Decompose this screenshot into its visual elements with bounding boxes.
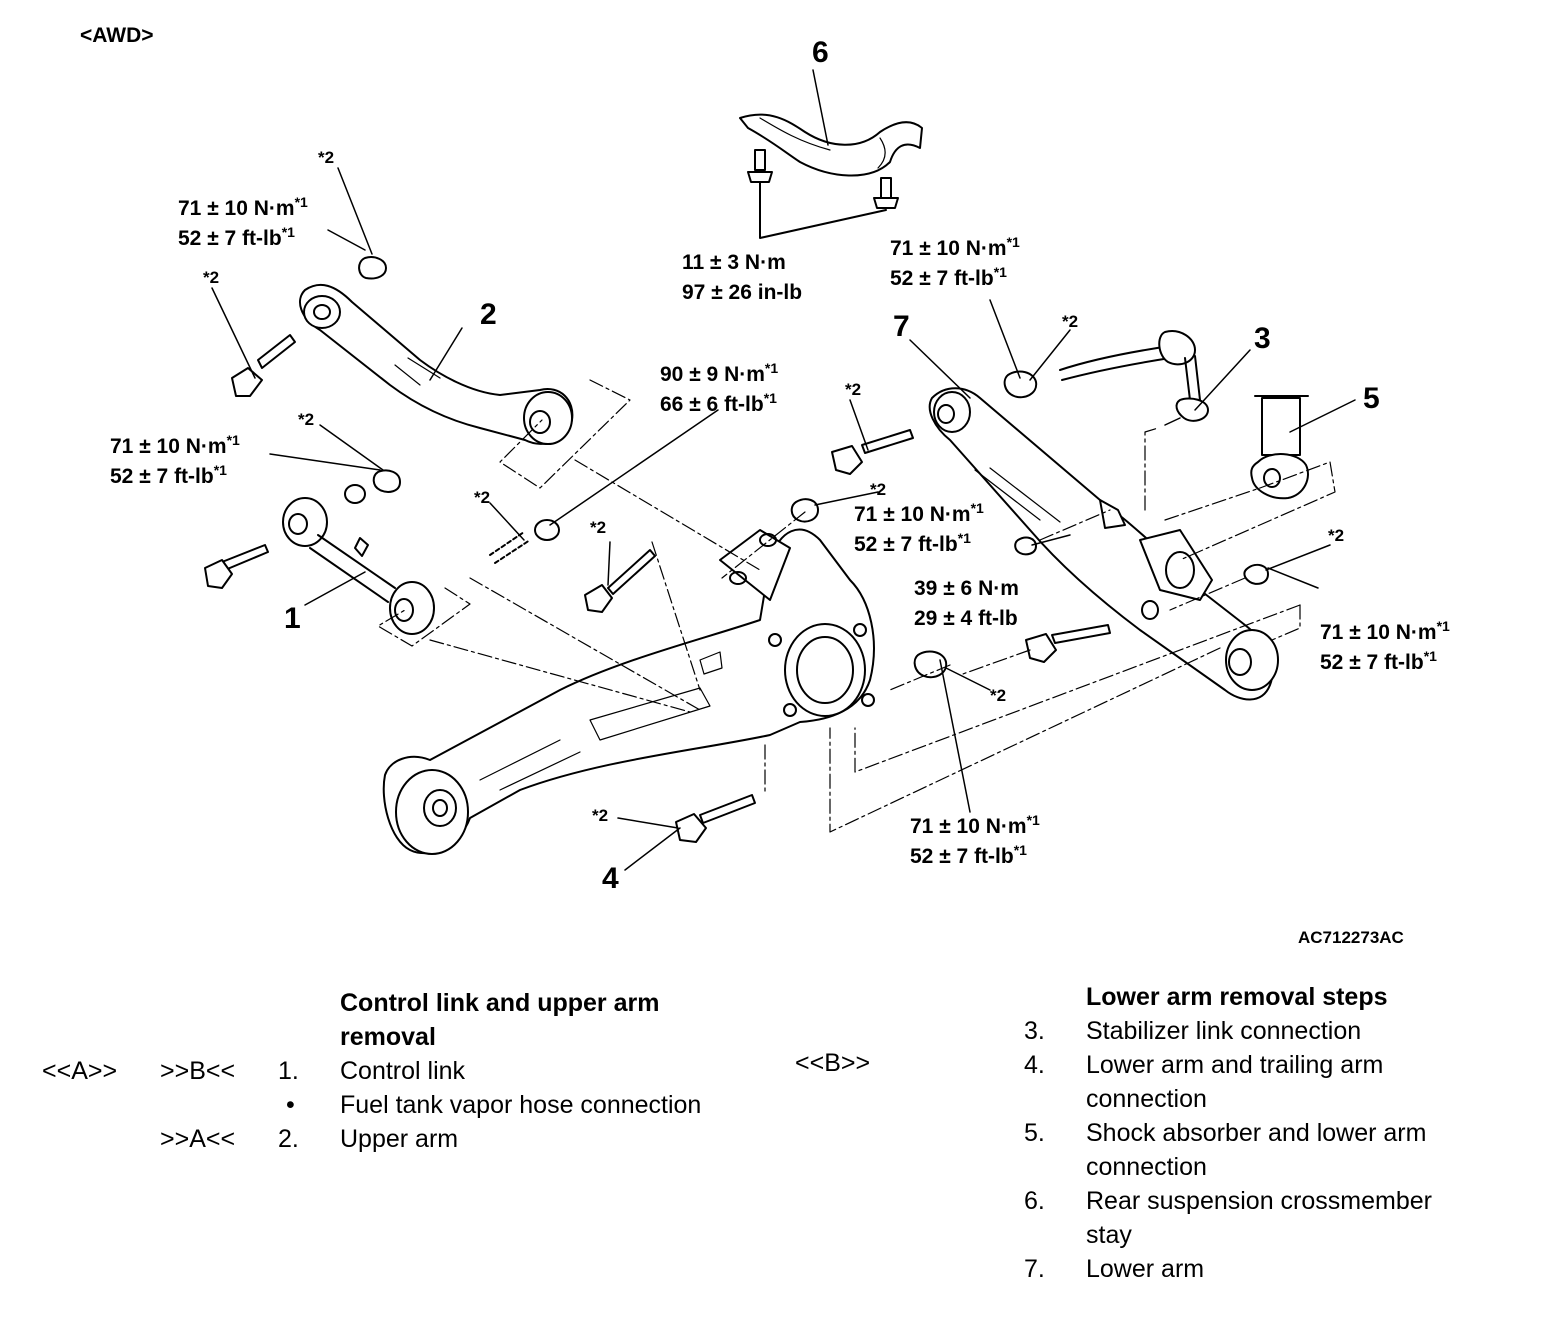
shock-absorber xyxy=(1250,395,1309,500)
callout-1: 1 xyxy=(284,602,301,635)
stay-bolt-leader xyxy=(759,181,887,239)
torque-spec: 71 ± 10 N·m*1 52 ± 7 ft-lb*1 xyxy=(854,500,984,556)
torque-spec: 71 ± 10 N·m*1 52 ± 7 ft-lb*1 xyxy=(910,812,1040,868)
right-steps-heading: Lower arm removal steps xyxy=(1086,983,1388,1011)
callout-6: 6 xyxy=(812,36,829,69)
lower-arm xyxy=(928,387,1279,701)
note-mark: *2 xyxy=(298,410,315,429)
variant-label: <AWD> xyxy=(80,24,154,47)
torque-spec: 71 ± 10 N·m*1 52 ± 7 ft-lb*1 xyxy=(1320,618,1450,674)
stabilizer-link xyxy=(1059,330,1209,426)
left-steps-heading: Control link and upper arm removal xyxy=(340,989,660,1051)
note-mark: *2 xyxy=(870,480,887,499)
torque-spec: 39 ± 6 N·m 29 ± 4 ft-lb xyxy=(914,577,1019,630)
note-mark: *2 xyxy=(592,806,609,825)
note-mark: *2 xyxy=(845,380,862,399)
callout-3: 3 xyxy=(1254,322,1271,355)
note-mark: *2 xyxy=(1062,312,1079,331)
list-item: 3. Stabilizer link connection xyxy=(1024,1017,1362,1045)
list-item: 7. Lower arm xyxy=(1024,1255,1205,1283)
list-item: • Fuel tank vapor hose connection xyxy=(286,1091,702,1119)
callout-5: 5 xyxy=(1363,382,1380,415)
upper-arm-nut xyxy=(358,256,387,280)
control-link xyxy=(282,469,435,635)
trailing-arm-bolt xyxy=(675,794,756,843)
torque-spec: 11 ± 3 N·m 97 ± 26 in-lb xyxy=(682,251,803,304)
note-mark: *2 xyxy=(590,518,607,537)
lower-arm-bolts xyxy=(831,370,1269,663)
crossmember-stay xyxy=(739,113,923,177)
callout-4: 4 xyxy=(602,862,619,895)
torque-spec: 90 ± 9 N·m*1 66 ± 6 ft-lb*1 xyxy=(660,360,779,416)
note-mark: *2 xyxy=(318,148,335,167)
callout-2: 2 xyxy=(480,298,497,331)
figure-id: AC712273AC xyxy=(1298,928,1404,947)
upper-arm xyxy=(299,283,574,445)
trailing-arm xyxy=(382,528,875,855)
knuckle-bolts xyxy=(489,498,948,679)
callout-7: 7 xyxy=(893,310,910,343)
torque-spec: 71 ± 10 N·m*1 52 ± 7 ft-lb*1 xyxy=(178,194,308,250)
alignment-lines xyxy=(377,379,1336,833)
right-steps-code: <<B>> xyxy=(795,1049,871,1077)
suspension-exploded-diagram xyxy=(204,69,1356,871)
note-mark: *2 xyxy=(990,686,1007,705)
right-steps-list: Lower arm removal steps 3. Stabilizer li… xyxy=(1024,980,1544,1286)
list-item: >>A<< 2. Upper arm xyxy=(160,1125,459,1153)
left-steps-list: Control link and upper arm removal <<A>>… xyxy=(42,986,762,1156)
stay-bolts xyxy=(747,149,899,209)
upper-arm-bolt xyxy=(231,334,296,397)
torque-spec: 71 ± 10 N·m*1 52 ± 7 ft-lb*1 xyxy=(890,234,1020,290)
leader-lines xyxy=(211,69,1356,871)
note-mark: *2 xyxy=(203,268,220,287)
control-link-bolt xyxy=(204,544,269,589)
note-mark: *2 xyxy=(1328,526,1345,545)
list-item: <<A>> >>B<< 1. Control link xyxy=(42,1057,466,1085)
torque-spec: 71 ± 10 N·m*1 52 ± 7 ft-lb*1 xyxy=(110,432,240,488)
note-mark: *2 xyxy=(474,488,491,507)
